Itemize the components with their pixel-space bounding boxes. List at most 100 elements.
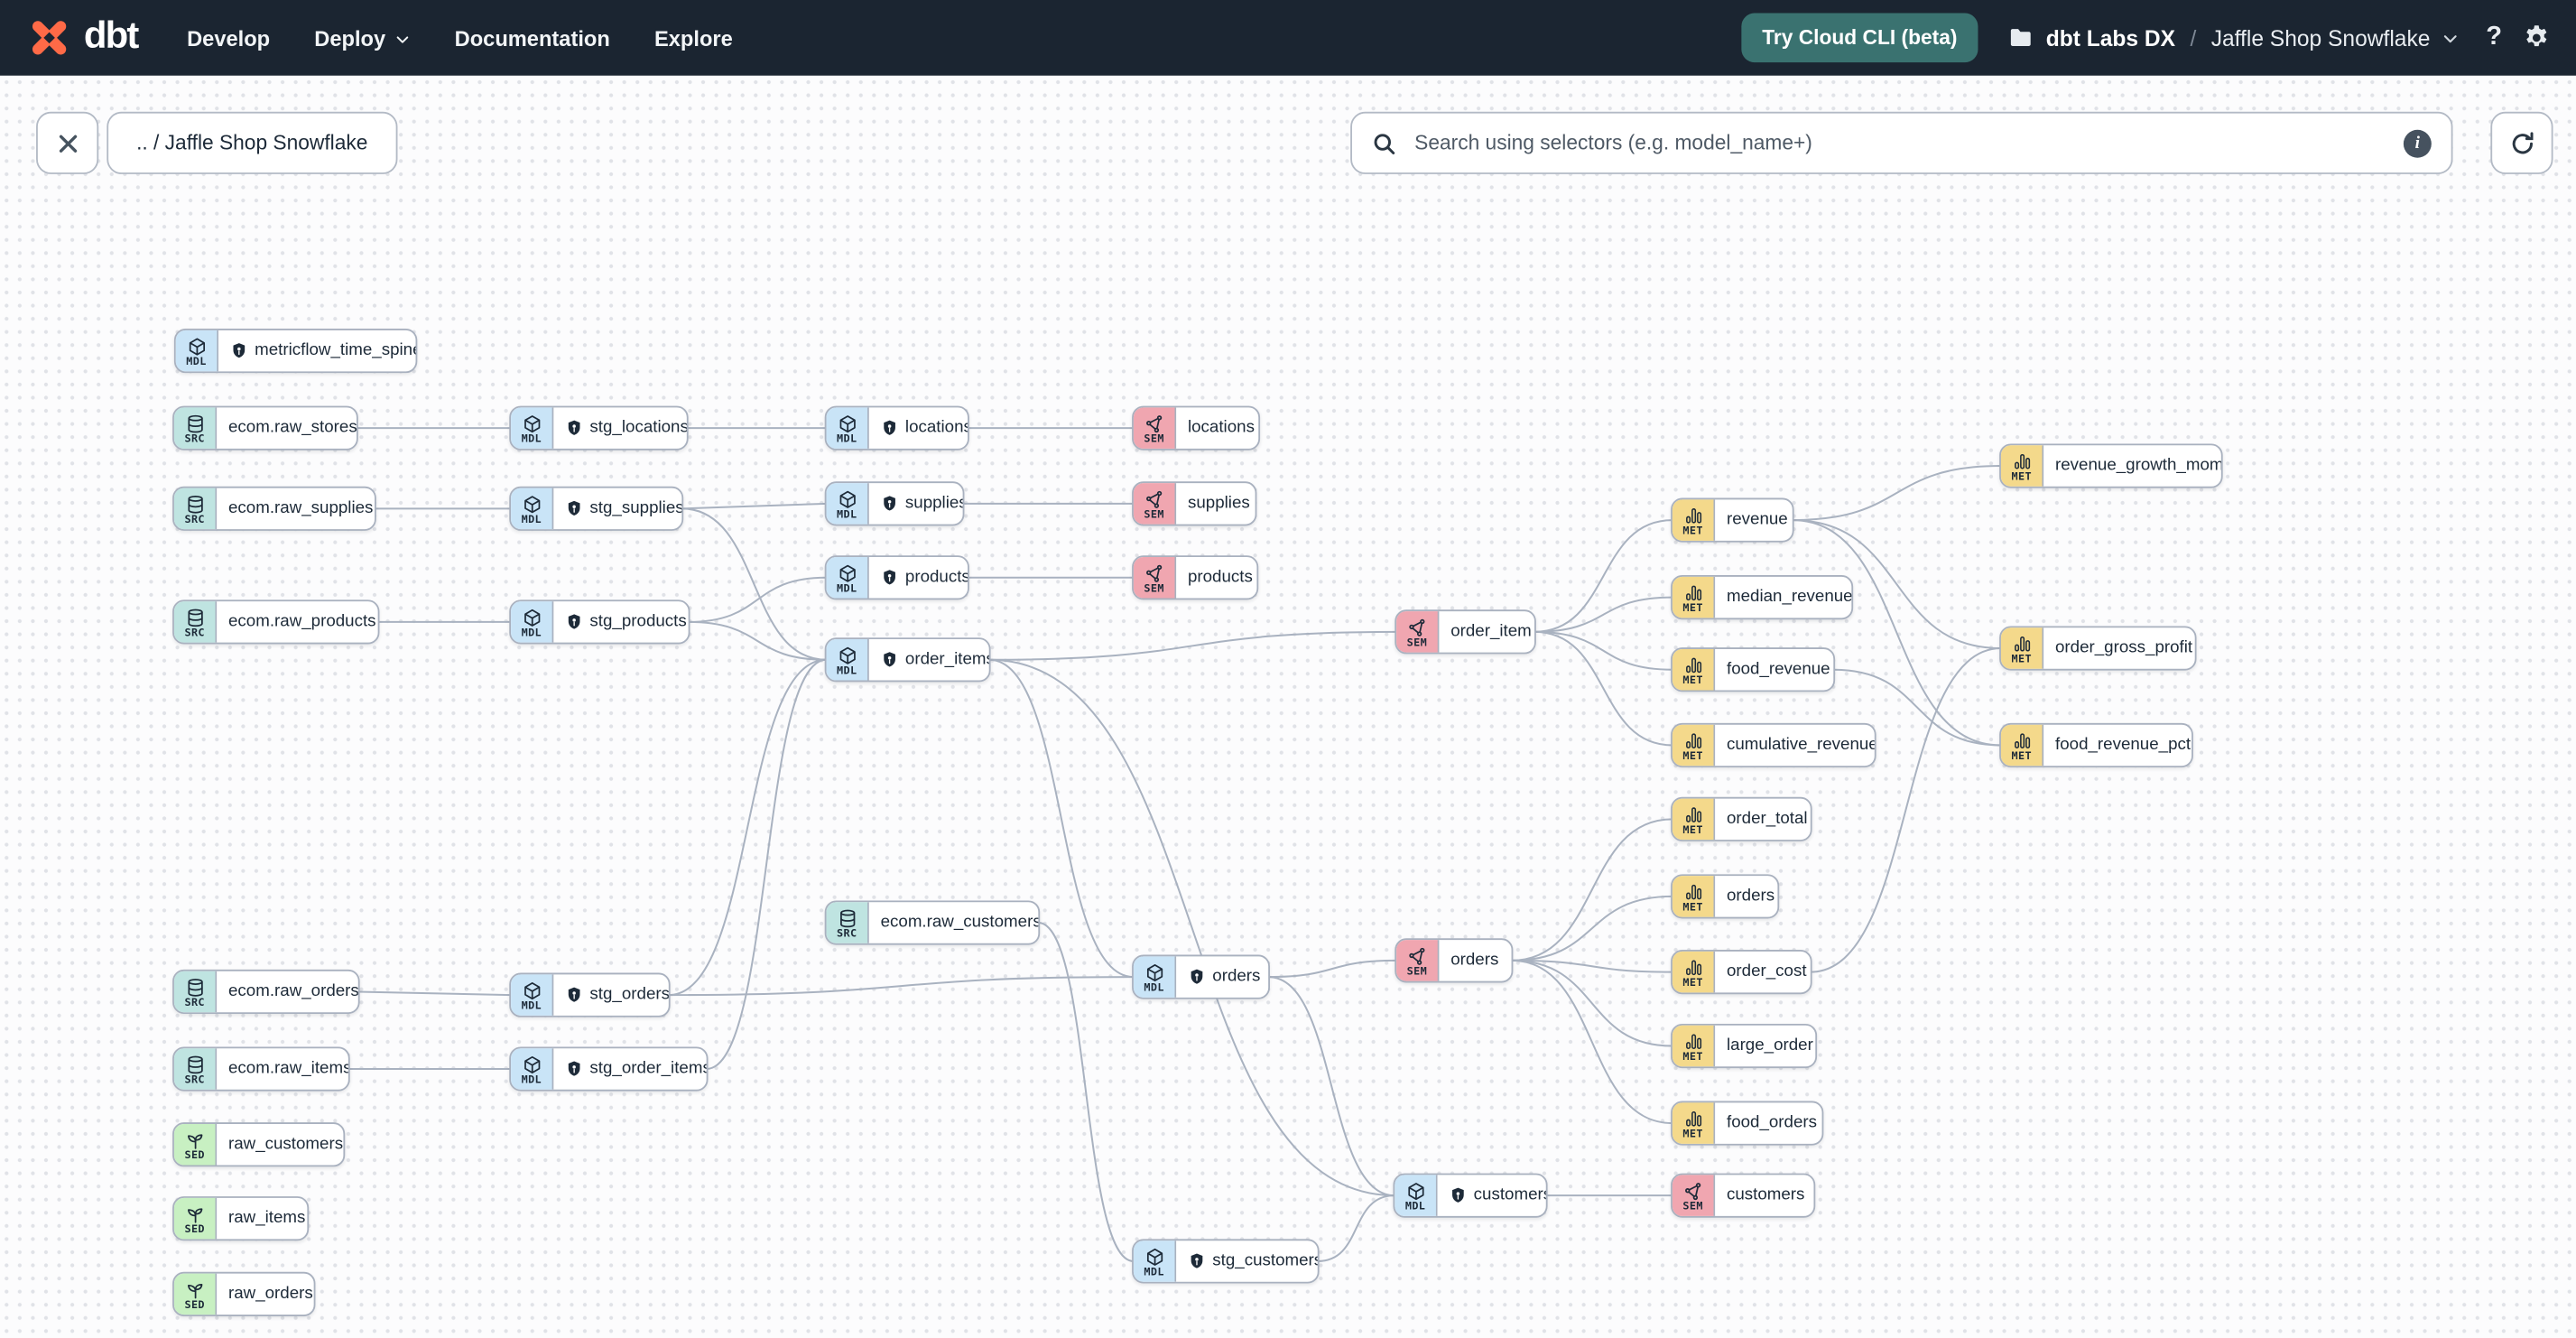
node-type-label: MDL bbox=[837, 506, 857, 521]
node-met_order_gross_profit[interactable]: MET order_gross_profit bbox=[1999, 626, 2197, 671]
metric-type-badge: MET bbox=[1672, 1025, 1716, 1067]
node-src_customers[interactable]: SRC ecom.raw_customers bbox=[824, 900, 1041, 945]
nav-develop[interactable]: Develop bbox=[187, 25, 271, 51]
metric-chart-icon bbox=[1683, 804, 1703, 824]
database-icon bbox=[185, 413, 205, 433]
node-label: order_items bbox=[904, 650, 989, 669]
metric-type-badge: MET bbox=[2000, 627, 2044, 669]
model-cube-icon bbox=[1144, 962, 1164, 982]
node-label: order_gross_profit bbox=[2055, 639, 2193, 658]
try-cloud-cli-button[interactable]: Try Cloud CLI (beta) bbox=[1740, 13, 1979, 63]
metric-chart-icon bbox=[2012, 451, 2032, 471]
lineage-edge bbox=[1511, 959, 1673, 1125]
node-label: stg_order_items bbox=[589, 1059, 707, 1079]
node-label: raw_orders bbox=[228, 1285, 313, 1304]
help-icon[interactable]: ? bbox=[2486, 23, 2503, 51]
node-type-label: SED bbox=[184, 1222, 205, 1235]
folder-icon bbox=[2011, 29, 2032, 46]
shield-icon bbox=[565, 499, 583, 517]
node-type-label: MET bbox=[1682, 822, 1703, 836]
model-type-badge: MDL bbox=[1133, 956, 1177, 998]
seed-type-badge: SED bbox=[173, 1123, 218, 1166]
node-label: stg_supplies bbox=[589, 499, 682, 518]
source-type-badge: SRC bbox=[826, 902, 869, 943]
node-type-label: MET bbox=[2011, 651, 2032, 665]
node-type-label: SEM bbox=[1144, 581, 1164, 594]
info-icon[interactable]: i bbox=[2403, 128, 2432, 157]
metric-chart-icon bbox=[1683, 1109, 1703, 1129]
shield-icon bbox=[1449, 1186, 1467, 1204]
node-met_large_order[interactable]: MET large_order bbox=[1671, 1023, 1818, 1069]
close-icon bbox=[58, 134, 77, 153]
node-label: large_order bbox=[1726, 1036, 1813, 1055]
node-label: revenue bbox=[1726, 511, 1788, 530]
database-icon bbox=[837, 908, 857, 928]
gear-icon[interactable] bbox=[2522, 23, 2552, 52]
node-label: ecom.raw_customers bbox=[880, 914, 1039, 933]
semantic-graph-icon bbox=[1407, 617, 1427, 636]
lineage-edge bbox=[1317, 1194, 1395, 1262]
project-switcher[interactable]: dbt Labs DX / Jaffle Shop Snowflake bbox=[2008, 24, 2460, 51]
metric-chart-icon bbox=[1683, 655, 1703, 674]
dbt-logo[interactable]: dbt bbox=[24, 13, 139, 63]
metric-type-badge: MET bbox=[1672, 951, 1716, 993]
lineage-canvas[interactable] bbox=[0, 75, 2576, 1338]
node-type-label: SRC bbox=[837, 925, 857, 940]
nav-explore[interactable]: Explore bbox=[653, 25, 733, 51]
lineage-edge bbox=[1511, 895, 1673, 962]
node-label: order_total bbox=[1726, 810, 1808, 829]
node-label: customers bbox=[1726, 1186, 1805, 1205]
refresh-button[interactable] bbox=[2490, 111, 2553, 174]
lineage-edge bbox=[1792, 519, 2001, 650]
metric-type-badge: MET bbox=[1672, 876, 1716, 917]
lineage-edge bbox=[1511, 818, 1673, 962]
close-lineage-button[interactable] bbox=[36, 111, 99, 174]
model-cube-icon bbox=[1144, 1247, 1164, 1267]
node-type-label: SRC bbox=[184, 995, 205, 1008]
nav-deploy[interactable]: Deploy bbox=[314, 25, 410, 51]
lineage-edge bbox=[1534, 519, 1673, 633]
lineage-breadcrumb[interactable]: .. / Jaffle Shop Snowflake bbox=[107, 111, 398, 174]
node-type-label: MET bbox=[1682, 600, 1703, 614]
nav-documentation[interactable]: Documentation bbox=[454, 25, 610, 51]
selector-search-input[interactable] bbox=[1411, 129, 2389, 156]
node-met_order_total[interactable]: MET order_total bbox=[1671, 796, 1812, 841]
brand-wordmark: dbt bbox=[83, 13, 139, 56]
